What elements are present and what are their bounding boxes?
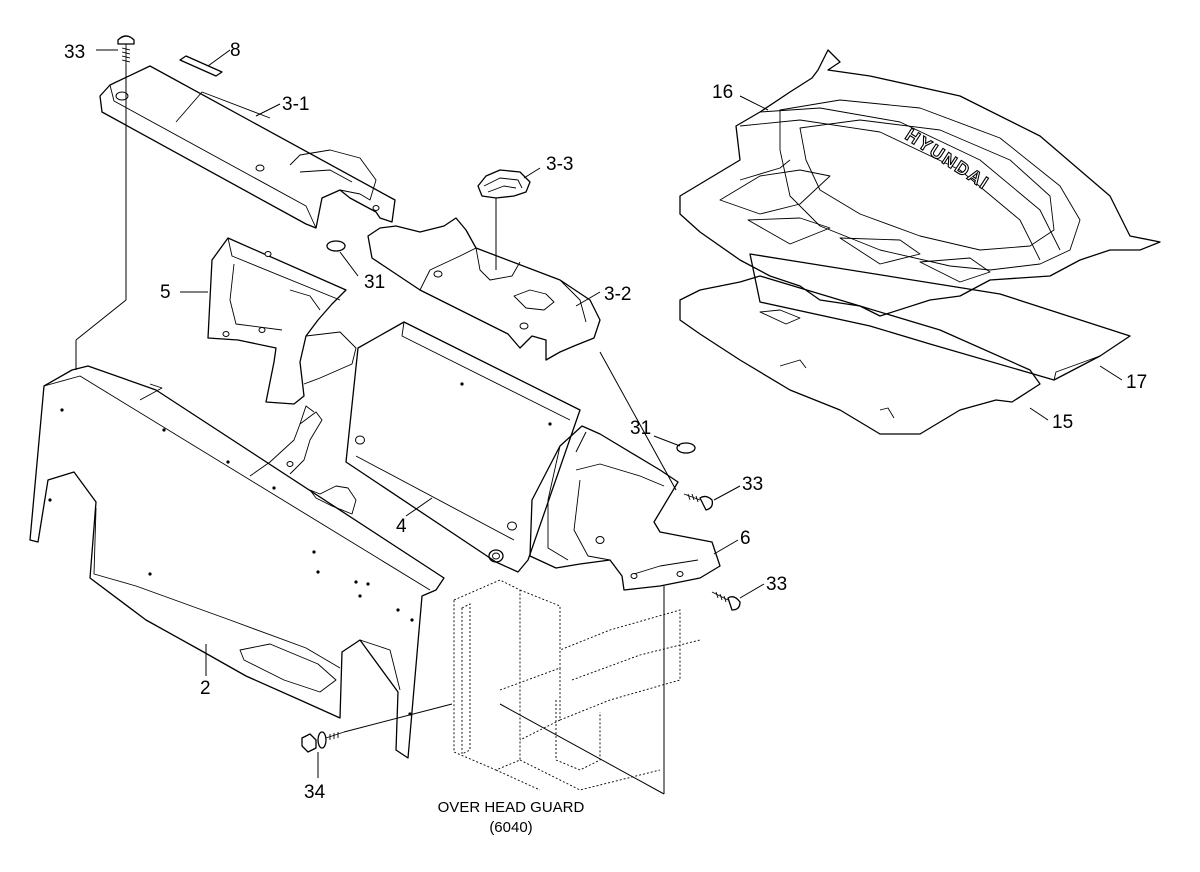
part-17-floor-mat (749, 253, 1131, 381)
note-line-1: OVER HEAD GUARD (438, 799, 585, 816)
leader-lines (75, 49, 1123, 795)
part-31-cap-right (676, 442, 696, 454)
callout-labels: 33 8 3-1 3-3 5 31 3-2 16 17 15 31 33 4 6… (64, 40, 1147, 803)
callout-6: 6 (740, 528, 751, 549)
screw-33-right (683, 493, 714, 511)
callout-3-2: 3-2 (604, 284, 631, 305)
part-4-centre-panel (345, 321, 581, 573)
callout-5: 5 (160, 282, 171, 303)
bolt-34 (301, 731, 345, 753)
callout-4: 4 (396, 516, 407, 537)
part-16-top-mat: HYUNDAI (679, 49, 1161, 317)
part-3-2-middle-cover (367, 217, 601, 361)
callout-34: 34 (304, 782, 326, 803)
part-31-cap-upper (326, 240, 346, 252)
part-15-floor-plate (679, 275, 1041, 435)
callout-3-1: 3-1 (282, 94, 309, 115)
callout-33-top: 33 (64, 42, 85, 63)
screw-33-lower (711, 591, 741, 611)
hyundai-logo-lettering: HYUNDAI (902, 125, 993, 194)
callout-16: 16 (712, 82, 733, 103)
part-5-left-duct (207, 237, 357, 405)
part-3-1-upper-cover (99, 65, 396, 229)
callout-17: 17 (1126, 372, 1147, 393)
part-6-right-duct (529, 425, 721, 591)
screw-33-top (117, 35, 135, 64)
part-8-strip (179, 55, 223, 77)
part-3-3-clip (477, 169, 531, 199)
callout-33-lower: 33 (766, 574, 787, 595)
callout-2: 2 (200, 678, 211, 699)
overhead-guard-note: OVER HEAD GUARD (6040) (438, 799, 585, 836)
callout-31-upper: 31 (364, 272, 385, 293)
callout-3-3: 3-3 (546, 154, 573, 175)
callout-33-right: 33 (742, 474, 763, 495)
callout-31-right: 31 (630, 418, 651, 439)
part-2-main-panel (29, 365, 445, 759)
note-line-2: (6040) (489, 819, 532, 836)
inner-bracket (249, 405, 357, 515)
callout-8: 8 (230, 40, 241, 61)
callout-15: 15 (1052, 412, 1073, 433)
overhead-guard-outline (453, 579, 701, 791)
